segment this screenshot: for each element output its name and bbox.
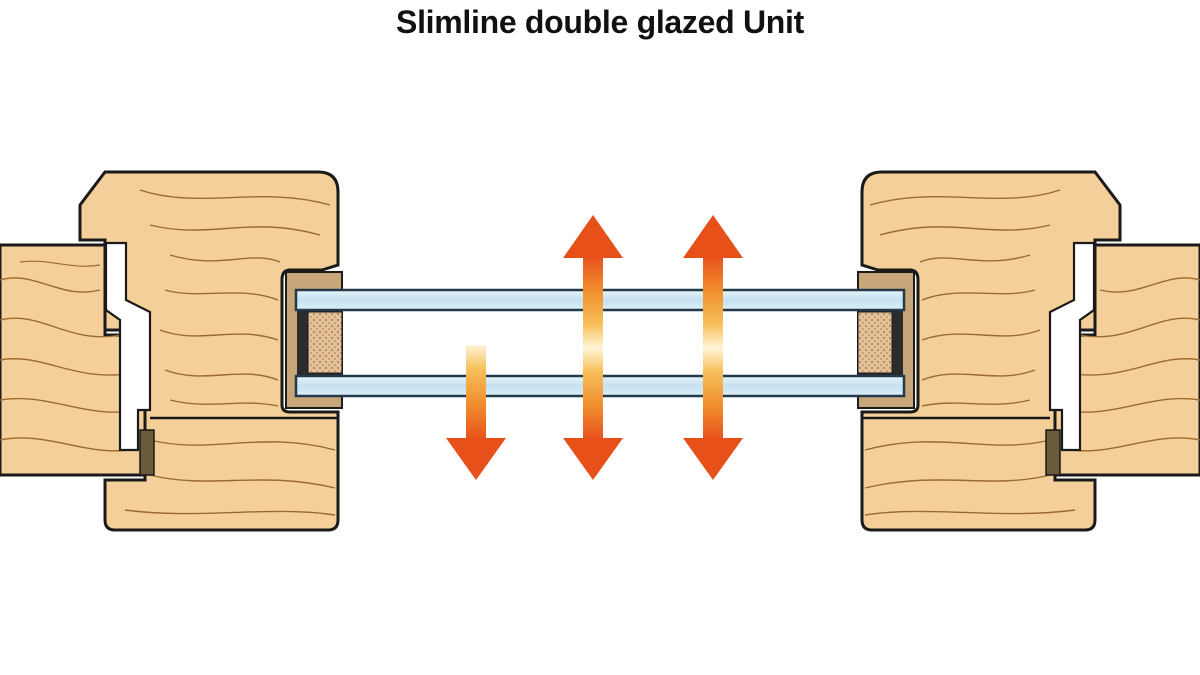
- right-timber-frame: [857, 170, 1200, 532]
- right-weather-seal: [1048, 241, 1096, 452]
- heat-arrow-double-centre: [563, 215, 623, 480]
- diagram-title: Slimline double glazed Unit: [396, 4, 804, 40]
- right-gasket: [1045, 429, 1061, 476]
- right-frame-block: [860, 170, 1122, 532]
- left-gasket: [139, 429, 155, 476]
- heat-arrow-down-left: [446, 345, 506, 480]
- left-weather-seal: [104, 241, 152, 452]
- heat-flow-arrows: [446, 215, 743, 480]
- heat-arrow-double-right: [683, 215, 743, 480]
- left-timber-frame: [0, 170, 343, 532]
- left-frame-block: [78, 170, 340, 532]
